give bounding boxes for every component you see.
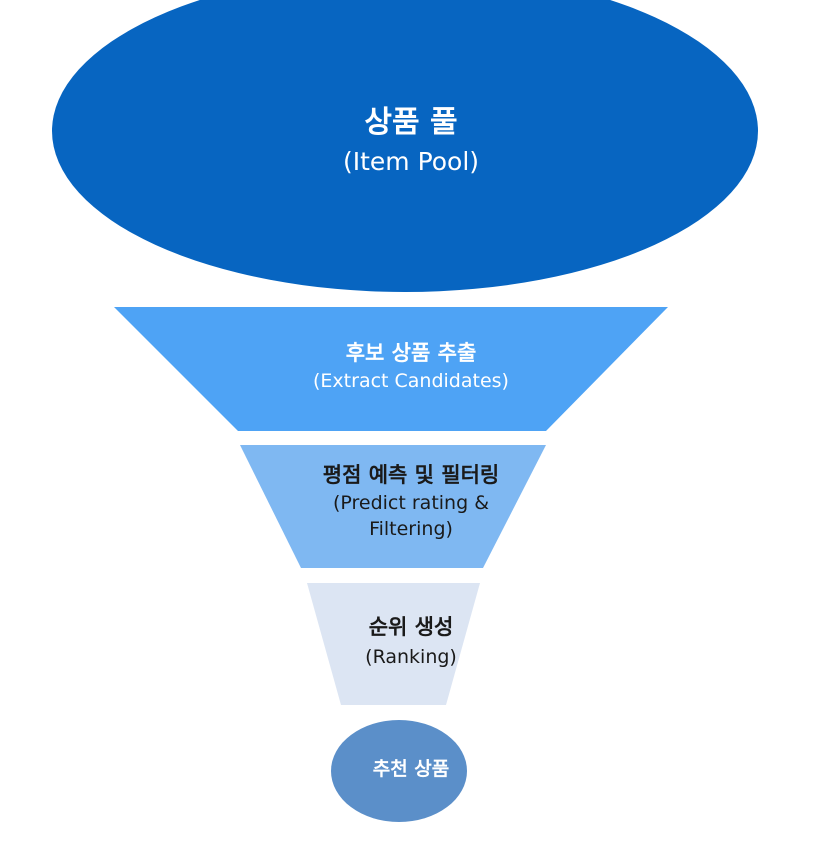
stage-extract-candidates-label: 후보 상품 추출 (Extract Candidates) xyxy=(0,340,822,394)
recommended-items-label: 추천 상품 xyxy=(0,758,822,782)
item-pool-label: 상품 풀 (Item Pool) xyxy=(0,104,822,177)
stage-ranking-trapezoid xyxy=(307,583,480,705)
stage-predict-filter-title-en-line2: Filtering) xyxy=(369,518,453,540)
recommended-items-title-ko: 추천 상품 xyxy=(372,758,450,780)
stage-ranking-title-en: (Ranking) xyxy=(365,646,457,669)
stage-extract-candidates-title-ko: 후보 상품 추출 xyxy=(345,341,477,365)
item-pool-title-en: (Item Pool) xyxy=(342,146,480,176)
stage-ranking-label: 순위 생성 (Ranking) xyxy=(0,614,822,670)
item-pool-ellipse xyxy=(52,0,758,292)
stage-predict-filter-title-en-line1: (Predict rating & xyxy=(332,492,490,515)
item-pool-title-ko: 상품 풀 xyxy=(364,105,458,140)
stage-extract-candidates-trapezoid xyxy=(114,307,668,431)
stage-predict-filter-label: 평점 예측 및 필터링 (Predict rating & Filtering) xyxy=(0,462,822,542)
stage-predict-filter-trapezoid xyxy=(240,445,546,568)
stage-predict-filter-title-ko: 평점 예측 및 필터링 xyxy=(322,463,500,487)
recommended-items-circle xyxy=(331,720,467,822)
stage-ranking-title-ko: 순위 생성 xyxy=(368,615,454,639)
stage-extract-candidates-title-en: (Extract Candidates) xyxy=(313,370,509,393)
